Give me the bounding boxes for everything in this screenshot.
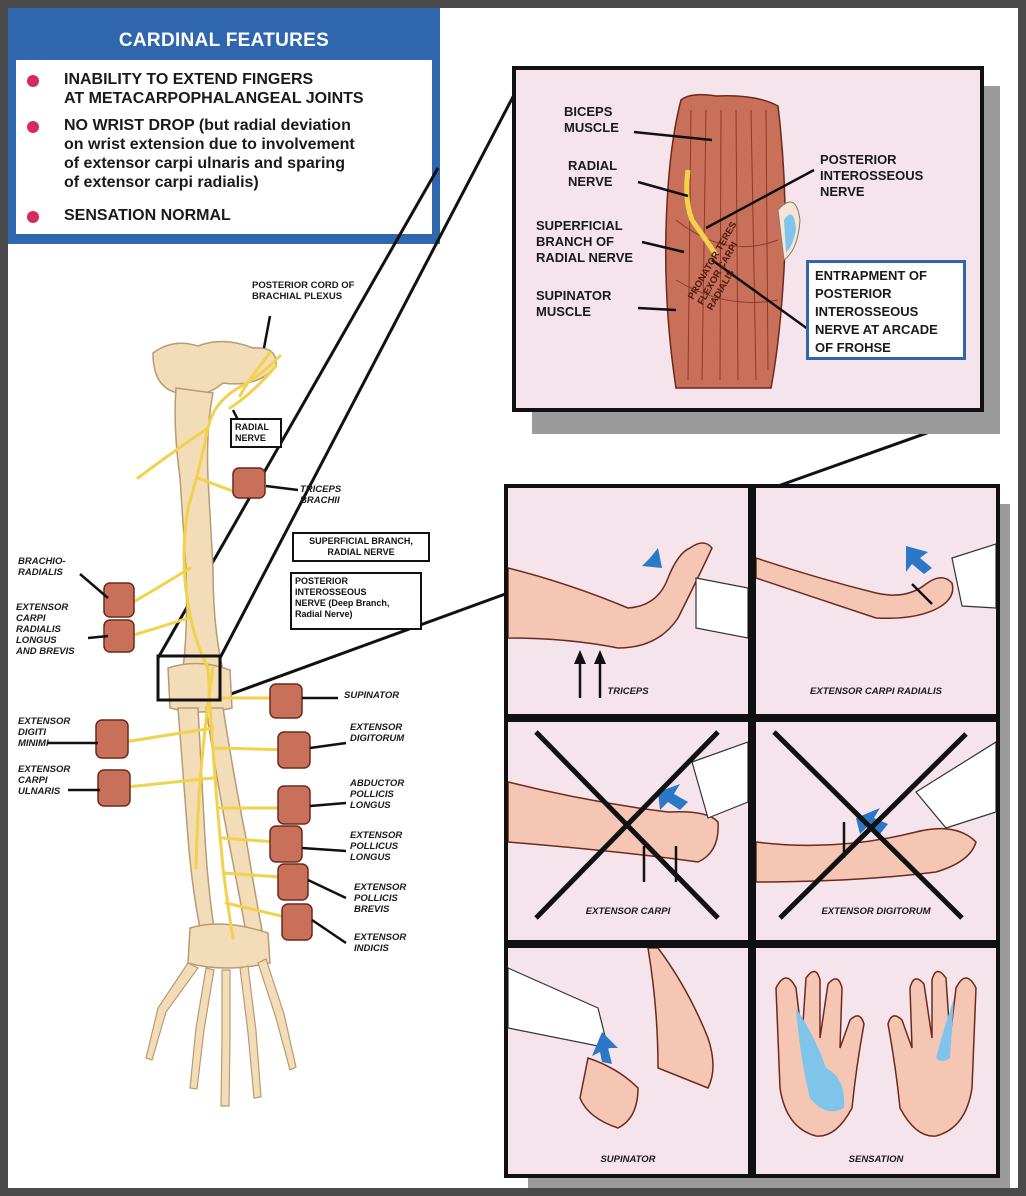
radial-nerve-label: RADIAL NERVE <box>230 418 282 448</box>
figure-page: CARDINAL FEATURES INABILITY TO EXTEND FI… <box>8 8 1018 1188</box>
test-caption-extensor-carpi: EXTENSOR CARPI <box>585 906 671 917</box>
humerus-bone <box>174 387 224 671</box>
brachioradialis-label: BRACHIO- RADIALIS <box>18 556 66 578</box>
ecrl-label: EXTENSOR CARPI RADIALIS LONGUS AND BREVI… <box>16 602 75 657</box>
test-panel-supinator: SUPINATOR <box>504 944 752 1178</box>
apl-label: ABDUCTOR POLLICIS LONGUS <box>350 778 405 811</box>
carpal-bones <box>187 923 271 969</box>
posterior-interosseous-label: POSTERIOR INTEROSSEOUS NERVE (Deep Branc… <box>290 572 422 630</box>
feature-text: SENSATION NORMAL <box>64 207 231 224</box>
cardinal-features-box: CARDINAL FEATURES INABILITY TO EXTEND FI… <box>8 8 440 244</box>
test-caption-triceps: TRICEPS <box>607 686 649 697</box>
zoom-box <box>156 654 222 702</box>
radius-bone <box>205 707 263 934</box>
bullet-icon <box>27 121 39 133</box>
ei-label: EXTENSOR INDICIS <box>354 932 407 954</box>
entrapment-inset-panel: BICEPS MUSCLE RADIAL NERVE SUPERFICIAL B… <box>512 66 984 412</box>
epb-label: EXTENSOR POLLICIS BREVIS <box>354 882 407 915</box>
test-caption-supinator: SUPINATOR <box>600 1154 656 1165</box>
posterior-cord-label: POSTERIOR CORD OF BRACHIAL PLEXUS <box>252 280 355 302</box>
forearm-muscle-illustration <box>633 93 815 389</box>
edm-label: EXTENSOR DIGITI MINIMI <box>18 716 71 749</box>
superficial-branch-inset-label: SUPERFICIAL BRANCH OF RADIAL NERVE <box>536 218 634 265</box>
test-panel-extensor-carpi: EXTENSOR CARPI <box>504 718 752 944</box>
posterior-interosseous-inset-label: POSTERIOR INTEROSSEOUS NERVE <box>820 152 924 199</box>
zoom-line <box>218 67 530 659</box>
muscle-tests-grid: TRICEPS EXTENSOR CARPI RADIALIS <box>504 484 1000 1178</box>
test-panel-extensor-digitorum: EXTENSOR DIGITORUM <box>752 718 1000 944</box>
feature-text: NO WRIST DROP (but radial deviation on w… <box>64 117 355 191</box>
muscle-blocks <box>95 467 313 941</box>
test-panel-ecr: EXTENSOR CARPI RADIALIS <box>752 484 1000 718</box>
elbow-joint <box>167 662 233 713</box>
bullet-icon <box>27 75 39 87</box>
bullet-icon <box>27 211 39 223</box>
zoom-line <box>219 591 509 700</box>
supinator-muscle-label: SUPINATOR MUSCLE <box>536 288 612 319</box>
test-panel-sensation: SENSATION <box>752 944 1000 1178</box>
epl-label: EXTENSOR POLLICUS LONGUS <box>350 830 403 863</box>
arm-illustration <box>48 67 984 1107</box>
ulna-bone <box>177 707 215 929</box>
cardinal-features-title: CARDINAL FEATURES <box>118 30 330 51</box>
feature-text: INABILITY TO EXTEND FINGERS AT METACARPO… <box>64 71 364 107</box>
supinator-label: SUPINATOR <box>344 690 400 701</box>
ecu-label: EXTENSOR CARPI ULNARIS <box>18 764 71 797</box>
test-panel-triceps: TRICEPS <box>504 484 752 718</box>
biceps-label: BICEPS MUSCLE <box>564 104 619 135</box>
test-caption-ecr: EXTENSOR CARPI RADIALIS <box>810 686 942 697</box>
inset-radial-nerve-label: RADIAL NERVE <box>568 158 618 189</box>
label-leaders <box>48 315 347 945</box>
test-caption-extensor-digitorum: EXTENSOR DIGITORUM <box>821 906 931 917</box>
cardinal-features-list: INABILITY TO EXTEND FINGERS AT METACARPO… <box>16 60 432 234</box>
triceps-label: TRICEPS BRACHII <box>300 484 342 506</box>
test-caption-sensation: SENSATION <box>848 1154 904 1165</box>
entrapment-callout: ENTRAPMENT OF POSTERIOR INTEROSSEOUS NER… <box>806 260 966 360</box>
finger-bones <box>145 958 297 1107</box>
superficial-branch-label: SUPERFICIAL BRANCH, RADIAL NERVE <box>292 532 430 562</box>
extensor-digitorum-label: EXTENSOR DIGITORUM <box>350 722 405 744</box>
